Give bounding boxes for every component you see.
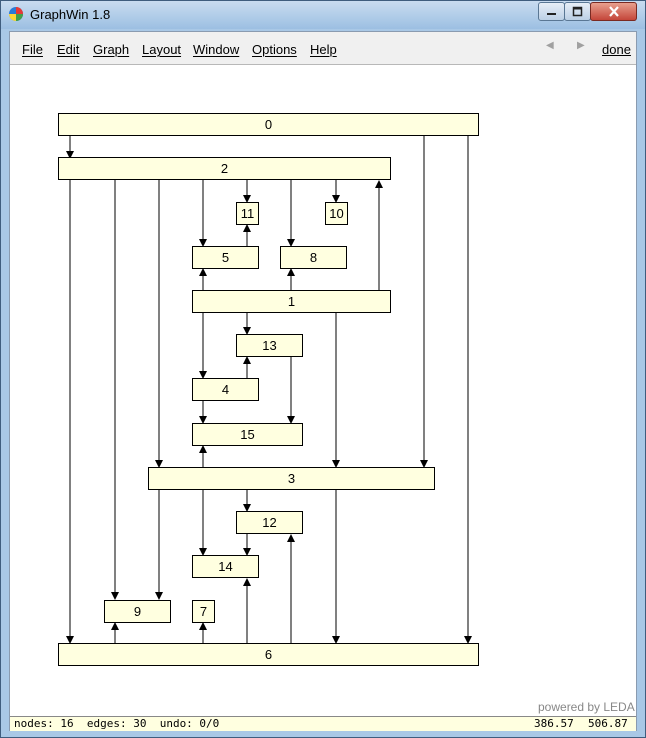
node-11[interactable]: 11 <box>236 202 259 225</box>
graph-edges <box>66 136 472 644</box>
node-0[interactable]: 0 <box>58 113 479 136</box>
node-6[interactable]: 6 <box>58 643 479 666</box>
node-5[interactable]: 5 <box>192 246 259 269</box>
node-8[interactable]: 8 <box>280 246 347 269</box>
window-title: GraphWin 1.8 <box>30 7 111 22</box>
menu-window[interactable]: Window <box>193 42 240 57</box>
node-2[interactable]: 2 <box>58 157 391 180</box>
menu-layout[interactable]: Layout <box>142 42 182 57</box>
menu-bar: File Edit Graph Layout Window Options He… <box>10 32 636 65</box>
coord-x: 386.57 <box>534 717 574 730</box>
node-1[interactable]: 1 <box>192 290 391 313</box>
maximize-icon <box>572 6 583 17</box>
node-13[interactable]: 13 <box>236 334 303 357</box>
status-bar: nodes: 16 edges: 30 undo: 0/0 386.57 506… <box>10 716 636 731</box>
node-14[interactable]: 14 <box>192 555 259 578</box>
minimize-icon <box>547 13 556 15</box>
node-7[interactable]: 7 <box>192 600 215 623</box>
close-icon <box>608 6 619 17</box>
status-text: nodes: 16 edges: 30 undo: 0/0 <box>14 717 220 730</box>
graphwin-app-icon <box>9 7 23 21</box>
menu-edit[interactable]: Edit <box>57 42 80 57</box>
close-button[interactable] <box>590 2 637 21</box>
coord-y: 506.87 <box>588 717 628 730</box>
graph-canvas[interactable]: 0 2 11 10 5 8 1 13 4 15 3 12 14 9 7 6 <box>10 65 636 715</box>
node-3[interactable]: 3 <box>148 467 435 490</box>
back-arrow-icon[interactable]: ◀ <box>546 40 554 51</box>
title-bar[interactable]: GraphWin 1.8 <box>1 1 645 29</box>
menu-graph[interactable]: Graph <box>93 42 130 57</box>
powered-by-leda: powered by LEDA <box>538 700 635 714</box>
node-4[interactable]: 4 <box>192 378 259 401</box>
node-12[interactable]: 12 <box>236 511 303 534</box>
client-area: File Edit Graph Layout Window Options He… <box>9 31 637 731</box>
menu-options[interactable]: Options <box>252 42 297 57</box>
menu-file[interactable]: File <box>22 42 43 57</box>
minimize-button[interactable] <box>538 2 565 21</box>
node-10[interactable]: 10 <box>325 202 348 225</box>
maximize-button[interactable] <box>564 2 591 21</box>
done-button[interactable]: done <box>602 42 631 57</box>
node-9[interactable]: 9 <box>104 600 171 623</box>
forward-arrow-icon[interactable]: ▶ <box>577 40 585 51</box>
node-15[interactable]: 15 <box>192 423 303 446</box>
menu-help[interactable]: Help <box>310 42 337 57</box>
